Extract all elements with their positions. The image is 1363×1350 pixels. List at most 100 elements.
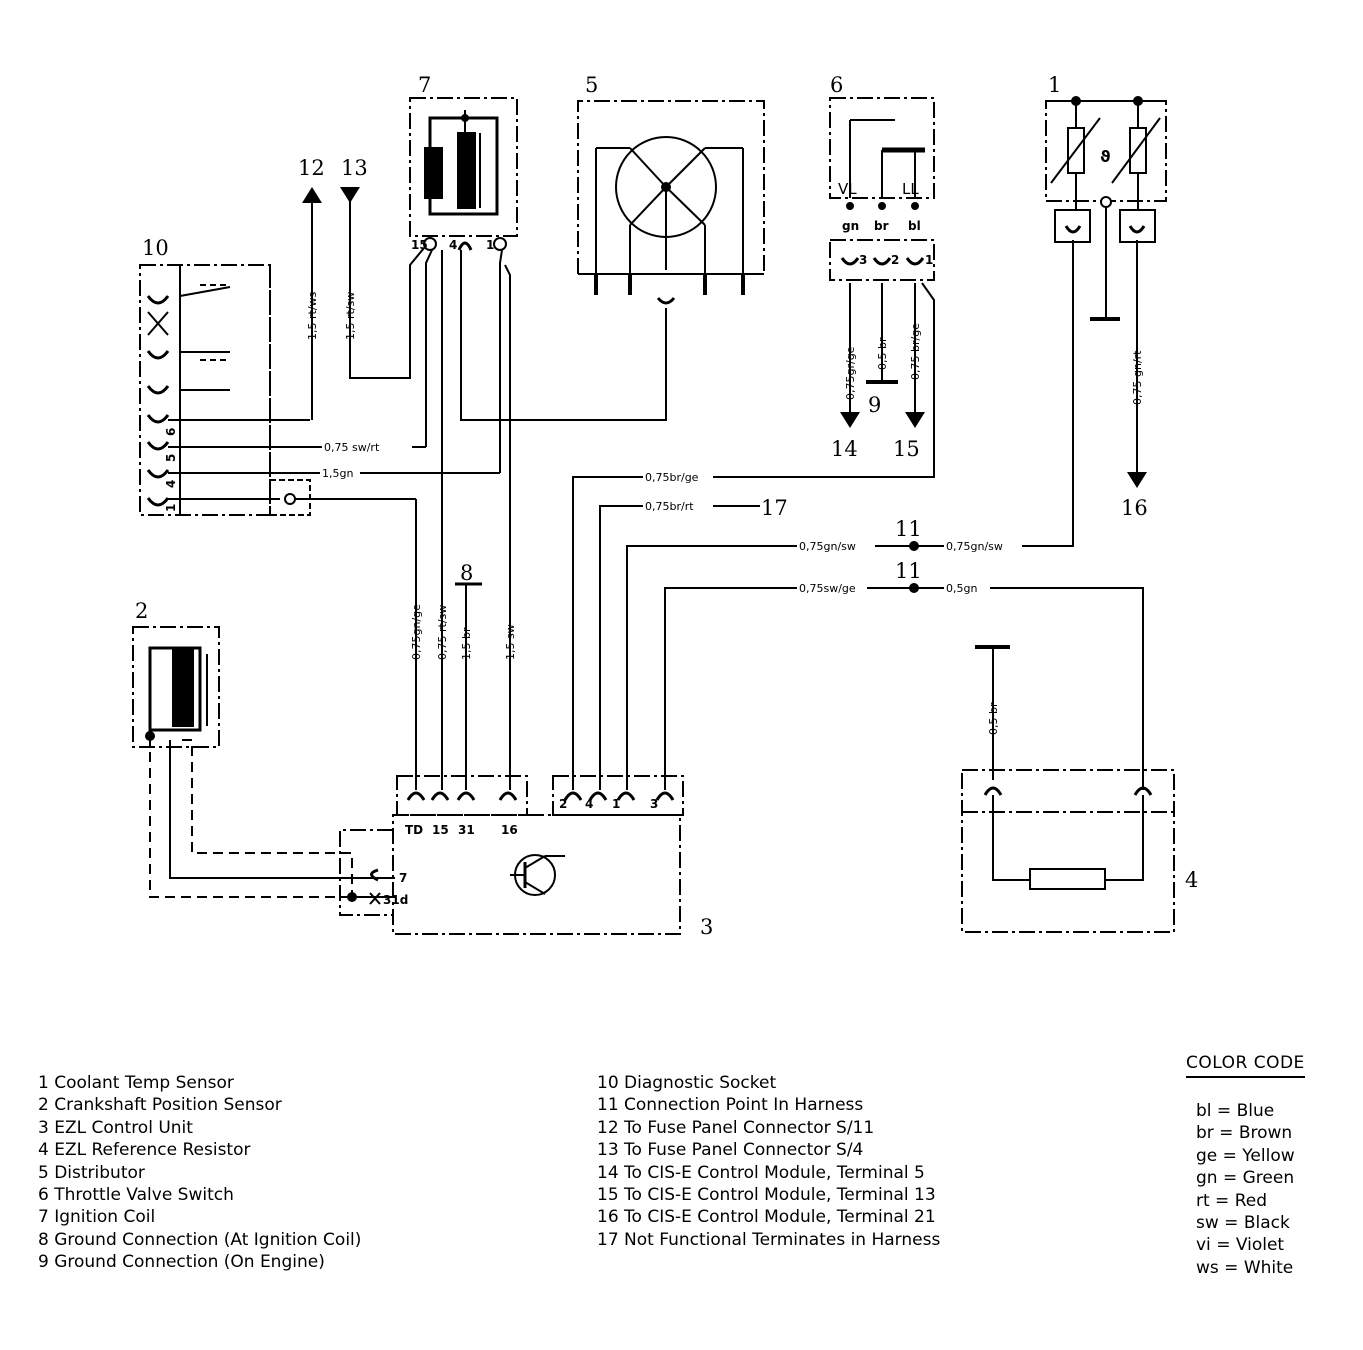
label-14: 14 [831,437,858,461]
legend-item: 1 Coolant Temp Sensor [38,1073,234,1093]
legend-item: 13 To Fuse Panel Connector S/4 [597,1140,864,1161]
legend-item: 4 EZL Reference Resistor [38,1140,251,1161]
wire-label-rt-sw-15: 0,75 rt/sw [436,605,449,660]
label-13: 13 [341,156,368,180]
wire-label-rt-sw-13: 1,5 rt/sw [344,292,357,340]
coolant-temp-sensor [1045,96,1167,321]
pin-tvs-3: 3 [859,253,867,267]
label-11a: 11 [895,517,922,541]
pin-tvs-2: 2 [891,253,899,267]
wiring-harness [302,187,1147,790]
pin-coil-1: 1 [486,238,494,252]
wire-label-gn-sw-right: 0,75gn/sw [946,540,1003,553]
wire-label-gn-sw-left: 0,75gn/sw [799,540,856,553]
wire-label-05gn: 0,5gn [946,582,977,595]
label-17: 17 [761,496,788,520]
legend-item: 17 Not Functional Terminates in Harness [597,1229,941,1250]
wire-label-sw-ge: 0,75sw/ge [799,582,856,595]
legend-item: 6 Throttle Valve Switch [38,1185,234,1206]
legend-item: 9 Ground Connection (On Engine) [38,1252,325,1273]
ignition-coil [409,97,518,251]
label-4: 4 [1185,868,1198,892]
crankshaft-position-sensor [132,626,370,898]
legend-item: 15 To CIS-E Control Module, Terminal 13 [597,1185,936,1206]
wire-label-br-rt: 0,75br/rt [645,500,694,513]
pin-coil-4: 4 [449,238,457,252]
wire-label-gr-ge: 0,75gr/ge [844,346,857,400]
pin-tvs-ll: LL [902,180,919,198]
wire-label-br-ge: 0,75br/ge [645,471,699,484]
color-code-item: ws = White [1196,1257,1294,1278]
legend-item: 7 Ignition Coil [38,1207,156,1228]
pin-coil-15: 15 [411,238,428,252]
legend-item: 5 Distributor [38,1162,145,1183]
legend-item: 12 To Fuse Panel Connector S/11 [597,1117,875,1138]
wire-label-gn-rt: 0,75 gn/rt [1131,350,1144,405]
pin-ecu-7: 7 [399,871,407,885]
legend-item: 10 Diagnostic Socket [597,1073,777,1093]
component-numbers: 7 5 6 1 12 13 10 9 14 15 16 17 11 11 8 2… [135,73,1198,939]
throttle-valve-switch [829,97,935,281]
label-5: 5 [585,73,598,97]
pin-ecu-td: TD [405,823,423,837]
wire-label-15sw: 1,5 sw [504,624,517,660]
pin-ecu-15: 15 [432,823,449,837]
pin-diag-6: 6 [164,428,178,436]
label-8: 8 [460,561,473,585]
label-3: 3 [700,915,713,939]
pin-tvs-bl: bl [908,219,921,233]
legend-left: 1 Coolant Temp Sensor 2 Crankshaft Posit… [38,1072,361,1274]
pin-ecu-31: 31 [458,823,475,837]
pin-tvs-1: 1 [925,253,933,267]
color-code-title: COLOR CODE [1186,1053,1305,1078]
pin-ecu-31d: 31d [383,893,408,907]
pin-tvs-br: br [874,219,889,233]
label-7: 7 [418,73,431,97]
color-code-item: rt = Red [1196,1190,1268,1211]
ezl-control-unit [339,775,684,935]
label-9: 9 [868,393,881,417]
wire-label-rt-ws: 1,5 rt/ws [306,291,319,340]
wire-label-15br: 1,5 br [460,627,473,660]
color-code-item: br = Brown [1196,1123,1293,1144]
wire-label-05br-9: 0,5 br [876,337,889,370]
pin-diag-1: 1 [164,504,178,512]
wire-label-br-ge-15: 0,75 br/ge [909,323,922,380]
pin-ecu-16: 16 [501,823,518,837]
legend-right: 10 Diagnostic Socket 11 Connection Point… [597,1072,940,1251]
pin-ecu-r2: 2 [559,797,567,811]
color-code-list: bl = Blue br = Brown ge = Yellow gn = Gr… [1196,1100,1295,1279]
pin-theta: ϑ [1100,147,1111,166]
pin-ecu-r4: 4 [585,797,593,811]
label-1: 1 [1048,73,1061,97]
label-16: 16 [1121,496,1148,520]
label-10: 10 [142,236,169,260]
label-15: 15 [893,437,920,461]
pin-ecu-r1: 1 [612,797,620,811]
distributor [577,100,765,305]
color-code-item: vi = Violet [1196,1235,1285,1256]
wire-labels: 0,75 sw/rt 1,5gn 0,75br/ge 0,75br/rt 0,7… [320,438,1022,595]
pin-tvs-gn: gn [842,219,859,233]
legend-item: 3 EZL Control Unit [38,1117,193,1138]
color-code-item: gn = Green [1196,1168,1295,1189]
wire-label-05br-4: 0,5 br [987,702,1000,735]
color-code-item: ge = Yellow [1196,1145,1295,1166]
pin-diag-4: 4 [164,480,178,488]
pin-ecu-r3: 3 [650,797,658,811]
wire-label-sw-rt: 0,75 sw/rt [324,441,380,454]
color-code-item: bl = Blue [1196,1101,1275,1121]
legend-item: 2 Crankshaft Position Sensor [38,1095,282,1116]
legend-item: 14 To CIS-E Control Module, Terminal 5 [597,1162,925,1183]
label-12: 12 [298,156,325,180]
pin-tvs-vl: VL [838,180,857,198]
vertical-wire-labels: 1,5 rt/ws 1,5 rt/sw 0,75gr/ge 0,5 br 0,7… [306,291,1144,735]
label-2: 2 [135,599,148,623]
wire-label-gn: 1,5gn [322,467,353,480]
legend-item: 8 Ground Connection (At Ignition Coil) [38,1229,362,1250]
label-6: 6 [830,73,843,97]
legend-item: 16 To CIS-E Control Module, Terminal 21 [597,1207,936,1228]
pin-labels: 15 4 1 VL LL gn br bl 3 2 1 6 5 4 1 TD 1… [164,147,1111,907]
pin-diag-5: 5 [164,454,178,462]
